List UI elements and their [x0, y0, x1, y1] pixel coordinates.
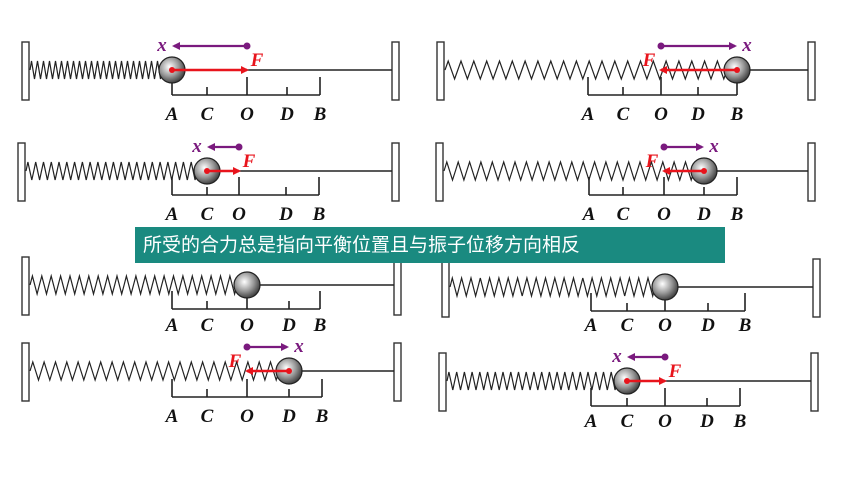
position-label-C: C — [617, 204, 630, 225]
position-label-O: O — [240, 406, 254, 427]
position-label-B: B — [733, 411, 747, 432]
position-label-O: O — [658, 411, 672, 432]
position-label-D: D — [696, 204, 711, 225]
displacement-label: x — [708, 136, 719, 157]
force-label: F — [645, 151, 659, 172]
right-wall — [393, 256, 402, 316]
position-label-D: D — [281, 315, 296, 336]
right-wall — [807, 41, 816, 101]
panel-p2: A C O D B Fx — [436, 35, 816, 125]
position-label-D: D — [281, 406, 296, 427]
position-label-D: D — [278, 204, 293, 225]
displacement-label: x — [191, 136, 202, 157]
position-label-D: D — [700, 315, 715, 336]
left-wall — [435, 142, 444, 202]
spring — [449, 275, 656, 299]
oscillator-ball — [233, 271, 261, 299]
position-label-A: A — [582, 204, 596, 225]
spring — [444, 59, 728, 81]
position-label-D: D — [699, 411, 714, 432]
right-wall — [391, 41, 400, 101]
position-label-C: C — [201, 204, 214, 225]
right-wall — [810, 352, 819, 412]
position-label-B: B — [315, 406, 329, 427]
position-label-C: C — [201, 104, 214, 125]
left-wall — [21, 342, 30, 402]
position-label-D: D — [279, 104, 294, 125]
spring — [443, 159, 695, 183]
position-label-A: A — [165, 104, 179, 125]
left-wall — [436, 41, 445, 101]
position-label-C: C — [621, 315, 634, 336]
displacement-label: x — [293, 336, 304, 357]
position-label-C: C — [201, 315, 214, 336]
position-label-O: O — [658, 315, 672, 336]
oscillator-ball — [651, 273, 679, 301]
position-label-A: A — [581, 104, 595, 125]
position-label-A: A — [165, 406, 179, 427]
position-label-A: A — [165, 315, 179, 336]
position-label-O: O — [240, 315, 254, 336]
force-label: F — [642, 50, 656, 71]
force-label: F — [668, 361, 682, 382]
right-wall — [812, 258, 821, 318]
spring — [29, 359, 280, 383]
spring — [29, 273, 238, 297]
displacement-label: x — [741, 35, 752, 56]
position-label-C: C — [201, 406, 214, 427]
left-wall — [21, 256, 30, 316]
left-wall — [438, 352, 447, 412]
spring — [29, 60, 163, 80]
position-label-A: A — [584, 315, 598, 336]
force-label: F — [242, 151, 256, 172]
position-label-B: B — [313, 104, 327, 125]
position-label-A: A — [584, 411, 598, 432]
position-label-A: A — [165, 204, 179, 225]
position-label-B: B — [730, 104, 744, 125]
conclusion-banner: 所受的合力总是指向平衡位置且与振子位移方向相反 — [135, 227, 725, 263]
right-wall — [391, 142, 400, 202]
position-label-D: D — [690, 104, 705, 125]
left-wall — [441, 258, 450, 318]
position-label-O: O — [232, 204, 246, 225]
spring — [446, 371, 618, 391]
position-label-C: C — [621, 411, 634, 432]
left-wall — [21, 41, 30, 101]
left-wall — [17, 142, 26, 202]
position-label-B: B — [738, 315, 752, 336]
position-label-C: C — [617, 104, 630, 125]
force-label: F — [250, 50, 264, 71]
position-label-O: O — [657, 204, 671, 225]
force-label: F — [228, 351, 242, 372]
position-label-O: O — [240, 104, 254, 125]
displacement-label: x — [611, 346, 622, 367]
position-label-B: B — [312, 204, 326, 225]
spring — [25, 161, 198, 181]
right-wall — [807, 142, 816, 202]
position-label-B: B — [730, 204, 744, 225]
position-label-B: B — [313, 315, 327, 336]
position-label-O: O — [654, 104, 668, 125]
right-wall — [393, 342, 402, 402]
displacement-label: x — [156, 35, 167, 56]
